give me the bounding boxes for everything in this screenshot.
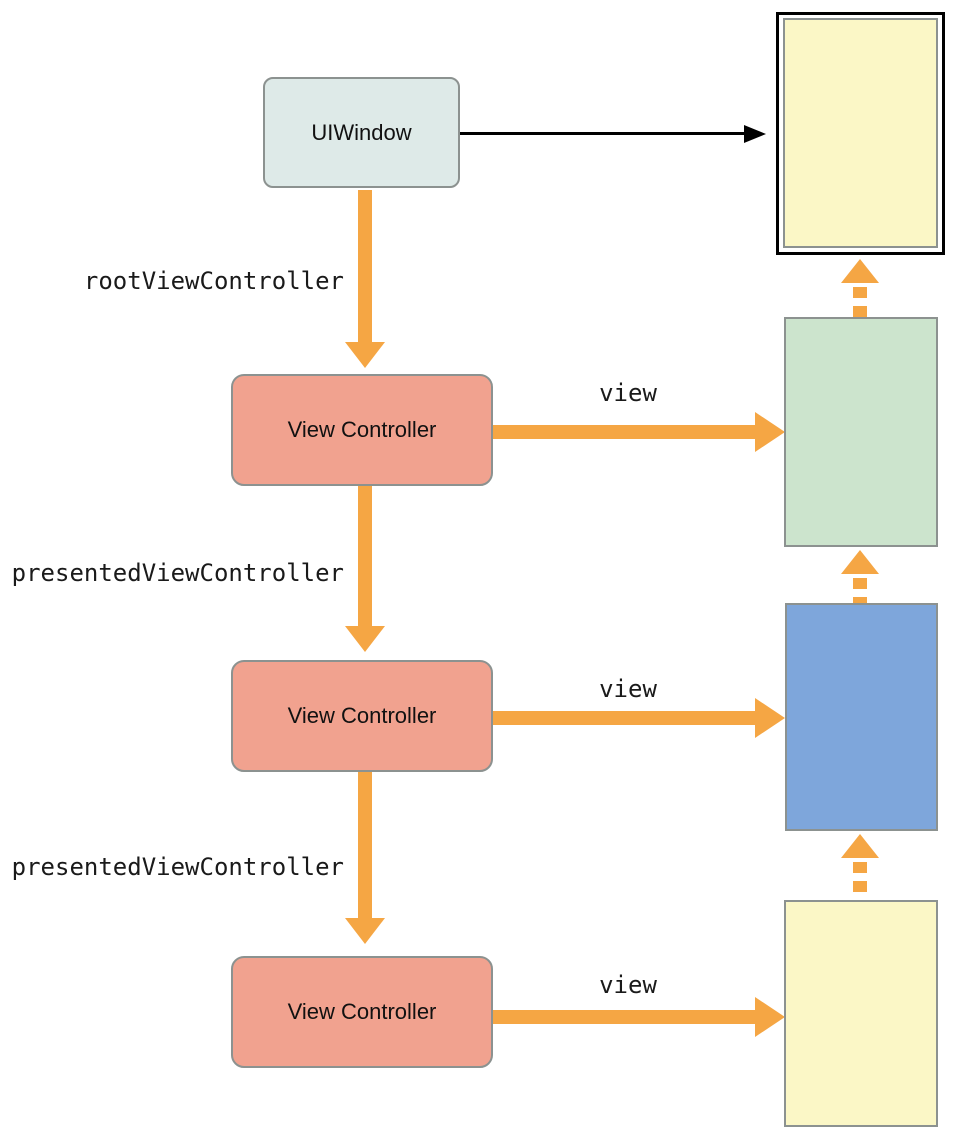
right-arrow-head-icon xyxy=(755,997,785,1037)
screen-hierarchy-dashed-arrow-2 xyxy=(853,578,867,603)
window-screen-arrow-head-icon xyxy=(744,125,766,143)
view-arrow-1 xyxy=(493,425,755,439)
uiwindow-label: UIWindow xyxy=(311,119,412,145)
screen-hierarchy-dashed-arrow-3 xyxy=(853,862,867,900)
view-controller-label-3: View Controller xyxy=(287,999,437,1024)
view-controller-node-3: View Controller xyxy=(231,956,493,1068)
uiwindow-node: UIWindow xyxy=(263,77,460,188)
screen-hierarchy-dashed-arrow-1 xyxy=(853,287,867,317)
view-controller-label-1: View Controller xyxy=(287,417,437,442)
window-screen xyxy=(776,12,945,255)
up-arrow-head-icon xyxy=(841,834,879,858)
down-arrow-head-icon xyxy=(345,918,385,944)
root-view-controller-arrow xyxy=(358,190,372,343)
blue-view-screen xyxy=(785,603,938,831)
view-controller-node-2: View Controller xyxy=(231,660,493,772)
up-arrow-head-icon xyxy=(841,259,879,283)
root-view-controller-label: rootViewController xyxy=(83,267,344,295)
view-controller-label-2: View Controller xyxy=(287,703,437,728)
view-label-2: view xyxy=(599,675,657,703)
down-arrow-head-icon xyxy=(345,342,385,368)
presented-view-controller-label-2: presentedViewController xyxy=(11,853,344,881)
up-arrow-head-icon xyxy=(841,550,879,574)
window-screen-arrow-line xyxy=(460,132,746,135)
right-arrow-head-icon xyxy=(755,698,785,738)
right-arrow-head-icon xyxy=(755,412,785,452)
presented-view-controller-arrow-1 xyxy=(358,486,372,626)
view-label-1: view xyxy=(599,379,657,407)
presented-view-controller-arrow-2 xyxy=(358,772,372,918)
view-arrow-2 xyxy=(493,711,755,725)
presented-view-controller-label-1: presentedViewController xyxy=(11,559,344,587)
view-label-3: view xyxy=(599,971,657,999)
down-arrow-head-icon xyxy=(345,626,385,652)
green-view-screen xyxy=(784,317,938,547)
view-arrow-3 xyxy=(493,1010,755,1024)
yellow-view-screen xyxy=(784,900,938,1127)
window-screen-content xyxy=(783,18,938,248)
view-controller-node-1: View Controller xyxy=(231,374,493,486)
